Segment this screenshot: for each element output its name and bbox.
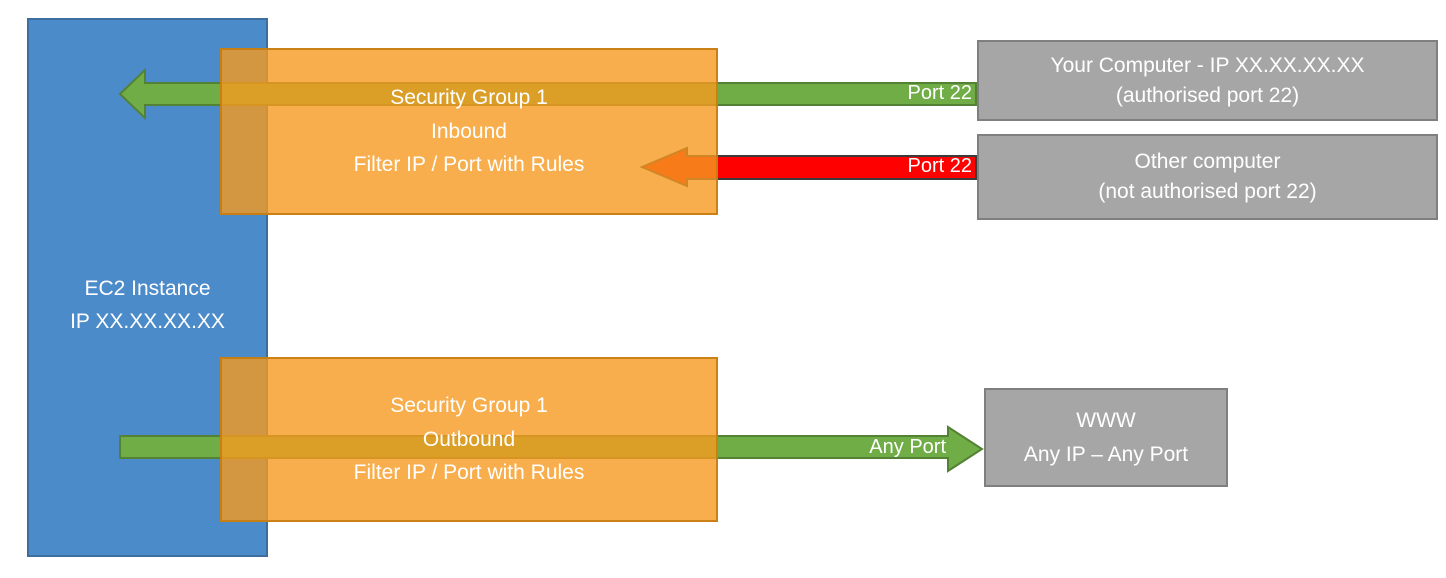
sg-inbound-title: Security Group 1 [390, 86, 548, 110]
ec2-instance-name: EC2 Instance [84, 277, 211, 300]
your-computer-box: Your Computer - IP XX.XX.XX.XX (authoris… [977, 40, 1438, 121]
sg-outbound-title: Security Group 1 [390, 394, 548, 418]
sg-inbound-direction: Inbound [431, 119, 507, 143]
outbound-port-label: Any Port [869, 436, 946, 458]
www-box: WWW Any IP – Any Port [984, 388, 1228, 487]
other-computer-box: Other computer (not authorised port 22) [977, 134, 1438, 220]
sg-outbound-description: Filter IP / Port with Rules [353, 461, 585, 485]
www-title: WWW [1076, 408, 1136, 432]
other-computer-title: Other computer [1134, 150, 1281, 173]
inbound-allowed-port-label: Port 22 [907, 82, 972, 104]
your-computer-title: Your Computer - IP XX.XX.XX.XX [1050, 53, 1365, 77]
your-computer-subtitle: (authorised port 22) [1115, 83, 1300, 107]
security-group-outbound-box: Security Group 1 Outbound Filter IP / Po… [220, 357, 718, 522]
security-group-inbound-box: Security Group 1 Inbound Filter IP / Por… [220, 48, 718, 215]
ec2-instance-label: EC2 Instance IP XX.XX.XX.XX [29, 272, 266, 338]
sg-inbound-description: Filter IP / Port with Rules [353, 153, 585, 177]
www-subtitle: Any IP – Any Port [1023, 442, 1189, 466]
inbound-blocked-port-label: Port 22 [907, 155, 972, 177]
sg-outbound-direction: Outbound [422, 427, 516, 451]
other-computer-subtitle: (not authorised port 22) [1098, 180, 1317, 203]
ec2-instance-ip: IP XX.XX.XX.XX [70, 310, 225, 333]
